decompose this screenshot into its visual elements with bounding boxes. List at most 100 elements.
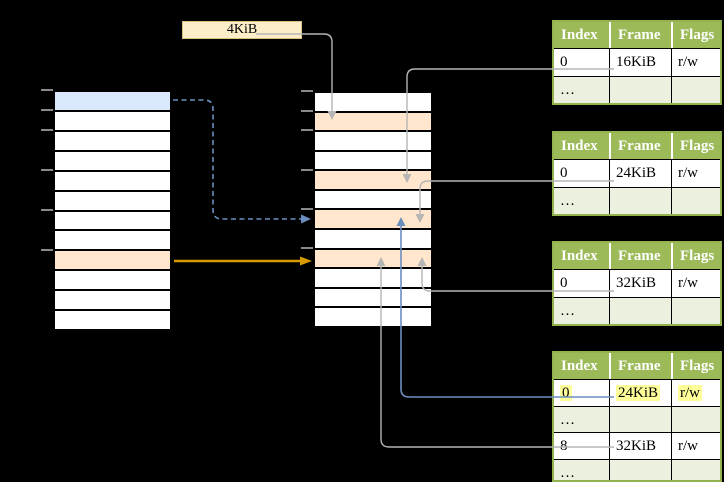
page-size-label-text: 4KiB — [226, 22, 258, 37]
middle-memory-row-7 — [315, 228, 431, 248]
highlighted-value: 24KiB — [616, 385, 661, 401]
physical-memory-column — [313, 91, 433, 328]
left-memory-row-1 — [55, 109, 170, 130]
arrow-virtual-page-dashed — [173, 99, 311, 224]
virtual-memory-column — [53, 90, 172, 331]
middle-column-tick — [301, 90, 313, 92]
middle-memory-row-5 — [315, 188, 431, 209]
header-cell-index: Index — [561, 248, 598, 264]
middle-column-tick — [301, 168, 313, 171]
table-cell — [671, 406, 720, 433]
header-cell-flags: Flags — [671, 133, 720, 159]
left-memory-row-11 — [55, 309, 170, 330]
header-cell-index: Index — [561, 138, 598, 154]
left-memory-row-6 — [55, 209, 170, 230]
table-cell — [671, 76, 720, 103]
middle-memory-row-0 — [315, 93, 431, 111]
table-cell: r/w — [671, 433, 720, 459]
table-cell: … — [560, 411, 575, 428]
table-cell: 24KiB — [609, 160, 671, 187]
header-cell-frame: Frame — [609, 353, 671, 379]
table-cell — [609, 76, 671, 103]
header-cell-index: Index — [561, 27, 598, 43]
page-size-label: 4KiB — [182, 21, 302, 39]
table-cell: r/w — [671, 270, 720, 297]
header-cell-flags: Flags — [671, 22, 720, 48]
middle-column-tick — [301, 129, 313, 132]
table-cell: 0 — [554, 380, 609, 406]
dots-row: … — [554, 186, 720, 214]
table-cell: … — [560, 81, 575, 98]
table-cell — [609, 459, 671, 480]
header-cell-index: Index — [561, 358, 598, 374]
dots-row: … — [554, 296, 720, 324]
dots-row: … — [554, 458, 720, 481]
table-cell: 0 — [560, 54, 568, 70]
middle-column-tick — [301, 109, 313, 112]
highlighted-value: r/w — [678, 385, 702, 401]
table-cell — [671, 459, 720, 480]
table-row: 0 24KiB r/w — [554, 379, 720, 406]
arrow-virtual-page-orange — [174, 256, 312, 266]
dots-row: … — [554, 405, 720, 433]
middle-memory-row-1 — [315, 110, 431, 131]
left-column-tick — [41, 169, 53, 171]
middle-memory-row-6 — [315, 208, 431, 229]
middle-column-tick — [301, 247, 313, 250]
middle-column-tick — [301, 208, 313, 210]
table-cell: 32KiB — [609, 270, 671, 297]
table-cell: 32KiB — [609, 433, 671, 459]
table-cell: 8 — [560, 438, 568, 454]
middle-memory-row-11 — [315, 306, 431, 326]
middle-memory-row-3 — [315, 149, 431, 170]
table-cell — [609, 297, 671, 324]
table-cell: … — [560, 302, 575, 319]
table-cell — [671, 297, 720, 324]
left-column-tick — [41, 249, 53, 251]
left-column-tick — [41, 89, 53, 91]
highlighted-value: 0 — [560, 385, 572, 401]
left-memory-row-8 — [55, 249, 170, 270]
header-cell-frame: Frame — [609, 243, 671, 269]
middle-memory-row-9 — [315, 267, 431, 287]
table-cell: 24KiB — [609, 380, 671, 406]
left-memory-row-9 — [55, 269, 170, 290]
table-cell: … — [560, 192, 575, 209]
left-memory-row-7 — [55, 229, 170, 250]
table-cell: 16KiB — [609, 49, 671, 76]
left-memory-row-4 — [55, 169, 170, 190]
table-cell: r/w — [671, 49, 720, 76]
left-memory-row-10 — [55, 289, 170, 310]
table-cell: r/w — [671, 160, 720, 187]
table-cell: … — [560, 464, 575, 481]
header-cell-frame: Frame — [609, 133, 671, 159]
table-cell — [671, 187, 720, 214]
middle-memory-row-2 — [315, 130, 431, 150]
header-cell-flags: Flags — [671, 243, 720, 269]
left-column-tick — [41, 109, 53, 111]
table-cell — [609, 406, 671, 433]
dots-row: … — [554, 75, 720, 103]
left-column-tick — [41, 129, 53, 131]
left-memory-row-3 — [55, 149, 170, 170]
left-memory-row-5 — [55, 189, 170, 210]
header-cell-flags: Flags — [671, 353, 720, 379]
left-column-tick — [41, 209, 53, 211]
table-cell: 0 — [560, 275, 568, 291]
table-cell: r/w — [671, 380, 720, 406]
middle-memory-row-10 — [315, 286, 431, 307]
left-memory-row-0 — [55, 92, 170, 110]
